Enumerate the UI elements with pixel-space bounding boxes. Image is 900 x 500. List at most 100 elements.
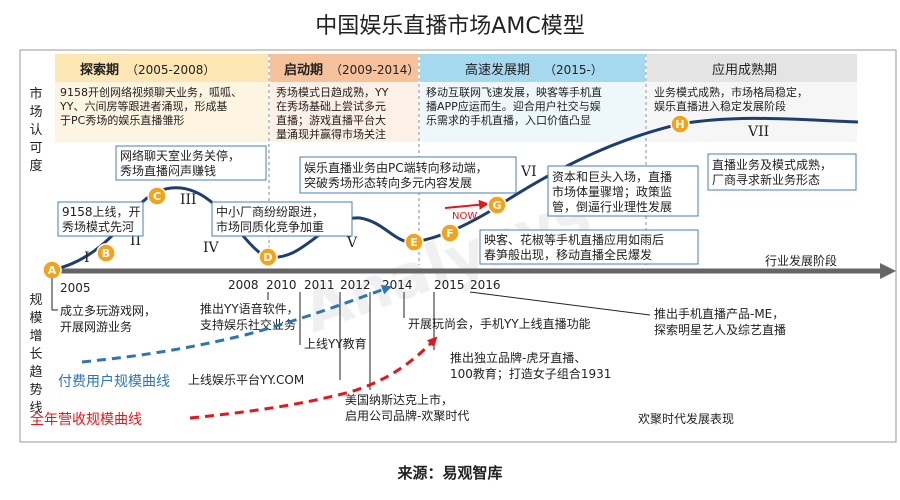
stage-numeral-5: V <box>346 235 358 251</box>
note-6-line: 映客、花椒等手机直播应用如雨后 <box>484 232 664 247</box>
note-5-line: 市场体量骤增；政策监 <box>552 184 672 199</box>
phase-bg-3 <box>420 82 645 142</box>
phase-2-desc-line: 秀场模式日趋成熟，YY <box>276 85 389 99</box>
milestone-point-h <box>670 114 690 134</box>
note-1-line: 秀场模式先河 <box>62 220 134 234</box>
note-4-line: 突破秀场形态转向多元内容发展 <box>304 175 472 190</box>
paying-users-curve <box>81 285 392 364</box>
phase-2-desc-line: 在秀场基础上尝试多元 <box>276 99 386 113</box>
note-2-line: 秀场直播闷声赚钱 <box>120 163 216 178</box>
note-box-5 <box>547 165 699 217</box>
revenue-curve <box>189 336 438 420</box>
source-label: 来源：易观智库 <box>397 464 503 482</box>
year-label: 2008 <box>228 278 259 292</box>
year-label: 2005 <box>60 281 91 295</box>
axis-label: 行业发展阶段 <box>765 253 837 268</box>
left-label-bottom-char: 规 <box>29 293 42 308</box>
phase-2-period: （2009-2014） <box>330 63 419 77</box>
event-1-line: 开展网游业务 <box>60 319 132 334</box>
milestone-point-g <box>487 195 507 215</box>
milestone-point-b <box>96 243 116 263</box>
milestone-point-e <box>404 232 424 252</box>
event-4-line: 上线娱乐平台YY.COM <box>188 372 304 387</box>
point-label-e: E <box>410 236 418 249</box>
note-5-line: 管，倒逼行业理性发展 <box>552 199 672 214</box>
phase-1-desc-line: 于PC秀场的娱乐直播雏形 <box>60 113 184 127</box>
phase-2-name: 启动期 <box>284 62 323 78</box>
year-label: 2012 <box>340 278 371 292</box>
point-label-b: B <box>102 247 110 260</box>
left-label-bottom-char: 增 <box>29 329 42 344</box>
phase-1-desc-line: 9158开创网络视频聊天业务，呱呱、 <box>60 85 242 99</box>
event-3-line: 上线YY教育 <box>304 336 367 351</box>
milestone-point-c <box>147 186 167 206</box>
phase-4-name: 应用成熟期 <box>712 62 777 78</box>
phase-bar-2 <box>270 54 418 82</box>
note-4-line: 娱乐直播业务由PC端转向移动端， <box>304 160 488 175</box>
stage-numeral-7: VII <box>747 124 769 140</box>
note-6-line: 春笋般出现，移动直播全民爆发 <box>484 247 652 262</box>
left-label-top-char: 场 <box>29 105 42 120</box>
stage-numeral-1: I <box>84 250 90 266</box>
event-5-line: 美国纳斯达克上市， <box>345 392 453 407</box>
event-7-line: 100教育；打造女子组合1931 <box>450 366 611 381</box>
phase-bar-4 <box>647 54 857 82</box>
year-label: 2015 <box>434 278 465 292</box>
event-2-line: 推出YY语音软件， <box>200 301 299 316</box>
phase-bg-1 <box>55 82 268 142</box>
note-1-line: 9158上线，开 <box>62 205 141 219</box>
event-2-line: 支持娱乐社交业务 <box>200 317 296 332</box>
note-5-line: 资本和巨头入场，直播 <box>552 170 672 184</box>
event-1-line: 成立多玩游戏网， <box>60 303 156 318</box>
phase-4-desc-line: 业务模式成熟，市场格局稳定， <box>654 85 808 99</box>
year-label: 2011 <box>304 278 335 292</box>
revenue-label: 全年营收规模曲线 <box>30 411 142 428</box>
event-7-line: 推出独立品牌-虎牙直播、 <box>450 350 586 365</box>
note-7-line: 直播业务及模式成熟， <box>712 157 832 172</box>
note-box-6 <box>479 229 699 265</box>
event-5-line: 启用公司品牌-欢聚时代 <box>345 408 469 423</box>
phase-bar-1 <box>55 54 268 82</box>
phase-bar-3 <box>420 54 645 82</box>
milestone-point-d <box>258 247 278 267</box>
left-label-top-char: 度 <box>29 158 42 174</box>
phase-3-desc-line: 乐需求的手机直播，入口价值凸显 <box>426 113 591 127</box>
left-label-bottom-char: 线 <box>29 401 42 416</box>
note-3-line: 中小厂商纷纷跟进， <box>216 204 324 219</box>
year-label: 2016 <box>470 278 501 292</box>
point-label-f: F <box>446 227 454 240</box>
note-box-4 <box>299 156 517 194</box>
stage-numeral-4: IV <box>203 240 220 256</box>
note-box-2 <box>115 145 267 181</box>
stage-numerals: I II III IV V VI VII <box>84 124 769 266</box>
left-label-top-char: 市 <box>29 86 42 102</box>
phase-1-desc-line: YY、六间房等跟进者涌现，形成基 <box>59 99 227 113</box>
year-label: 2010 <box>266 278 297 292</box>
note-3-line: 市场同质化竞争加重 <box>216 219 324 234</box>
point-label-c: C <box>153 190 161 203</box>
page-title: 中国娱乐直播市场AMC模型 <box>315 14 585 39</box>
phase-1-name: 探索期 <box>80 62 119 78</box>
joy-label: 欢聚时代发展表现 <box>638 411 734 426</box>
left-label-bottom-char: 趋 <box>29 365 42 380</box>
point-label-a: A <box>48 264 57 277</box>
event-6-line: 开展玩尚会，手机YY上线直播功能 <box>408 317 591 331</box>
phase-3-desc-line: 播APP应运而生。迎合用户社交与娱 <box>426 99 601 113</box>
left-label-bottom-char: 势 <box>29 382 42 398</box>
note-box-3 <box>211 201 353 237</box>
event-8-line: 推出手机直播产品-ME， <box>654 307 784 321</box>
note-box-1 <box>57 201 144 237</box>
stage-numeral-3: III <box>180 192 197 208</box>
left-label-bottom-char: 模 <box>29 311 42 326</box>
now-arrow <box>444 199 489 210</box>
time-axis-arrowhead <box>880 263 896 279</box>
stage-numeral-6: VI <box>520 164 537 180</box>
note-7-line: 厂商寻求新业务形态 <box>712 172 820 187</box>
year-label: 2014 <box>382 278 413 292</box>
phase-3-period: （2015-） <box>544 63 603 77</box>
phase-2-desc-line: 量涌现并赢得市场关注 <box>276 127 386 141</box>
note-2-line: 网络聊天室业务关停， <box>120 148 240 163</box>
stage-numeral-2: II <box>130 233 141 249</box>
